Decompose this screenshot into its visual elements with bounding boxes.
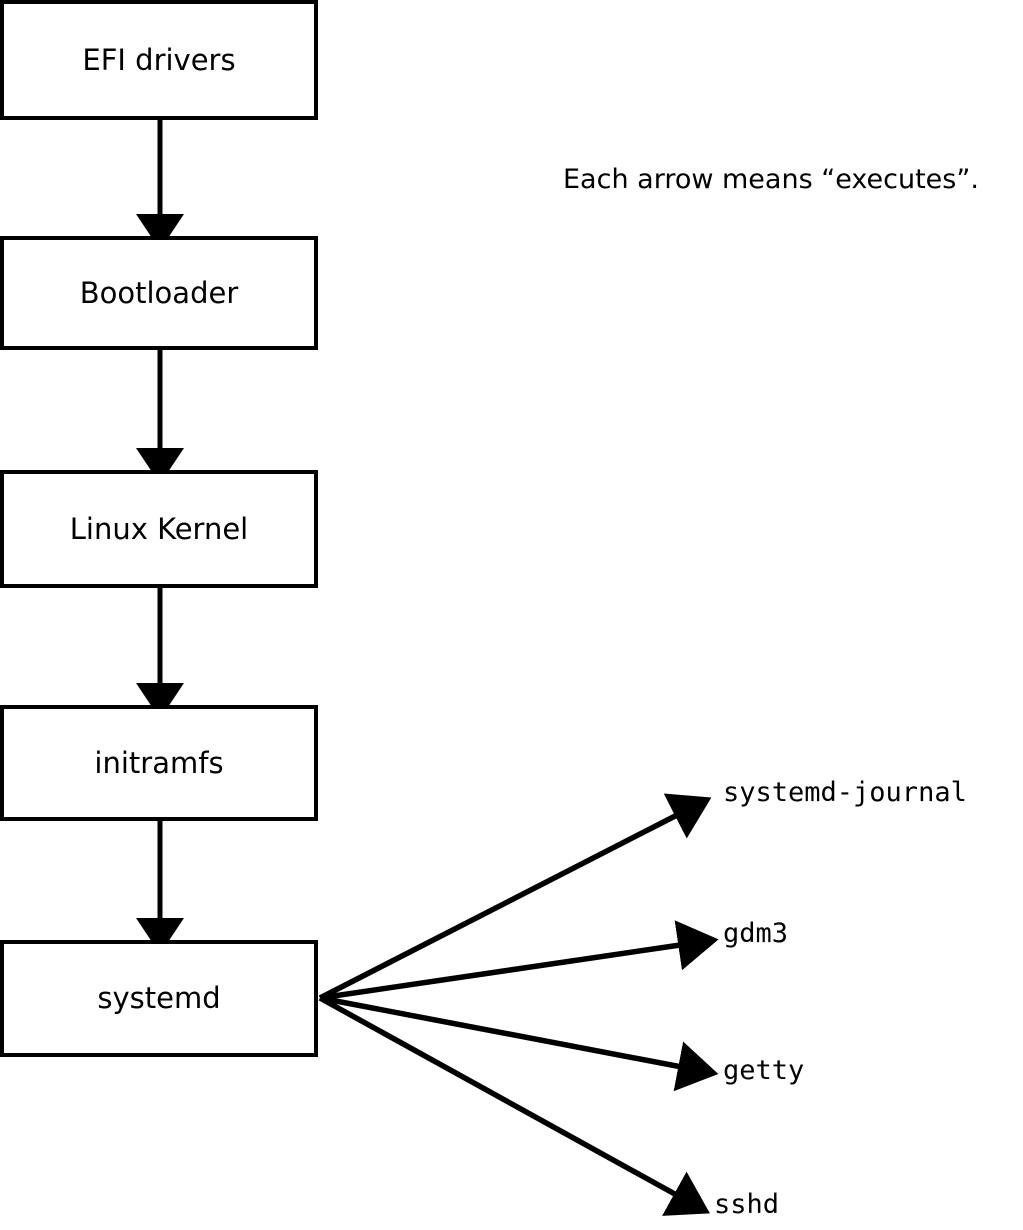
arrow-systemd-to-systemd-journal (318, 793, 712, 1001)
arrow-systemd-to-sshd (318, 995, 710, 1216)
node-label-bootloader: Bootloader (79, 275, 239, 310)
leaf-label-sshd: sshd (714, 1189, 780, 1220)
node-systemd: systemd (0, 940, 318, 1057)
node-bootloader: Bootloader (0, 236, 318, 350)
node-linux-kernel: Linux Kernel (0, 470, 318, 588)
node-label-systemd: systemd (97, 981, 221, 1015)
node-label-initramfs: initramfs (94, 745, 224, 780)
leaf-label-systemd-journal: systemd-journal (723, 777, 967, 808)
node-label-linux-kernel: Linux Kernel (69, 511, 249, 546)
node-efi-drivers: EFI drivers (0, 0, 318, 120)
leaf-label-getty: getty (723, 1055, 805, 1086)
node-initramfs: initramfs (0, 705, 318, 821)
arrow-systemd-to-getty (319, 995, 719, 1092)
arrow-systemd-to-gdm3 (319, 920, 719, 1001)
leaf-label-gdm3: gdm3 (723, 918, 789, 949)
node-label-efi-drivers: EFI drivers (82, 42, 236, 77)
diagram-caption: Each arrow means “executes”. (563, 164, 979, 195)
